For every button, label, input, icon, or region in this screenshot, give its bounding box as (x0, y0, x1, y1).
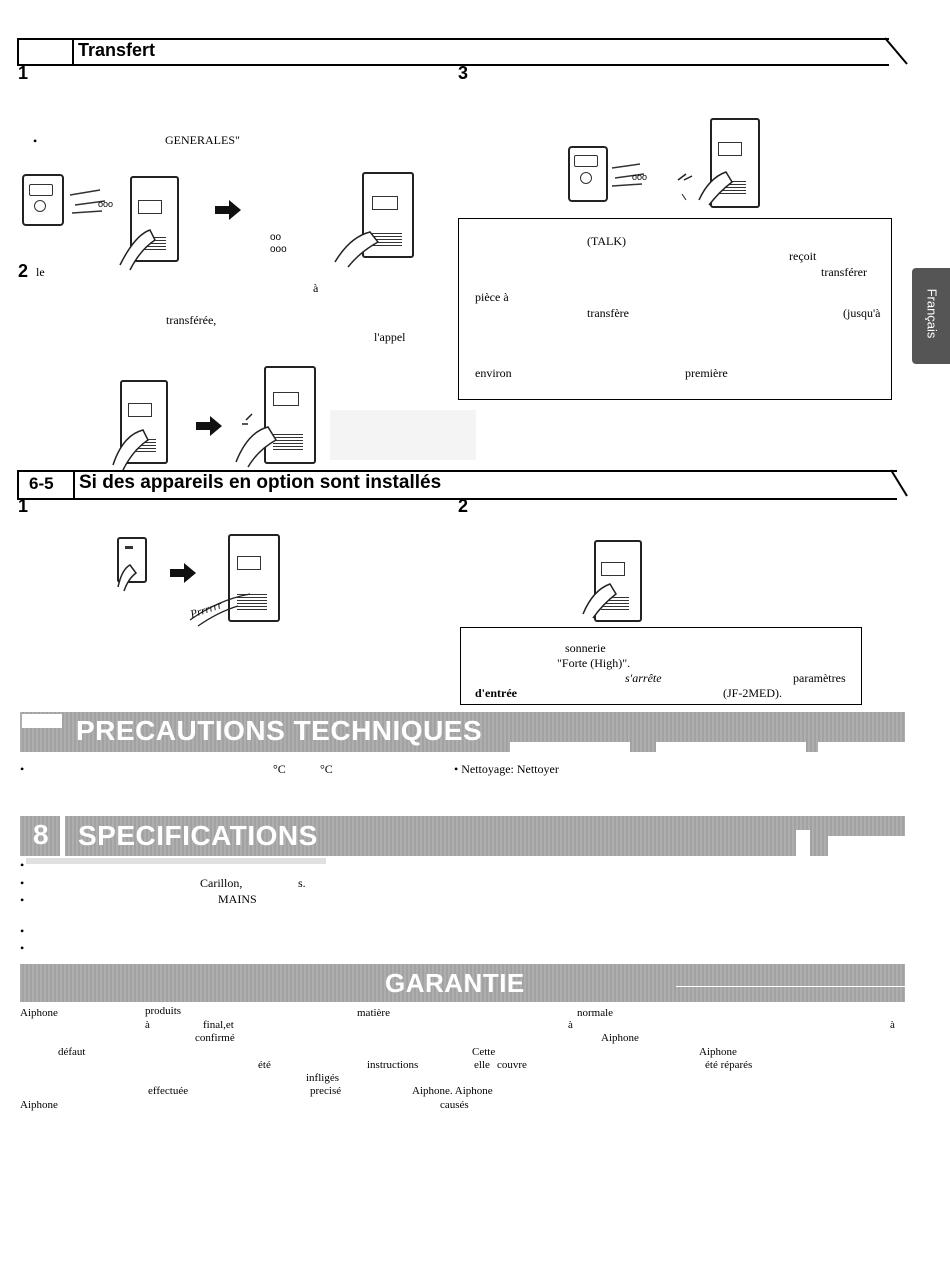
note-parametres: paramètres (793, 671, 846, 685)
garantie-l8-b: causés (440, 1099, 469, 1111)
section-6-5-number: 6-5 (29, 474, 54, 493)
garantie-l1-a: Aiphone (20, 1007, 58, 1019)
precautions-title: PRECAUTIONS TECHNIQUES (76, 715, 483, 746)
note-transferer: transférer (821, 265, 867, 279)
garantie-l5-c: elle (474, 1059, 490, 1071)
spec-s: s. (298, 876, 306, 890)
spec-bullet-2: • (20, 876, 25, 890)
garantie-l5-a: été (258, 1059, 271, 1071)
garantie-l6-a: infligés (306, 1072, 339, 1084)
svg-text:ooo: ooo (632, 172, 647, 182)
step1-number: 1 (18, 63, 29, 83)
note-model: (JF-2MED). (723, 686, 782, 700)
note-transfere: transfère (587, 306, 629, 320)
precautions-bullet: • (20, 762, 25, 776)
garantie-l4-c: Aiphone (699, 1046, 737, 1058)
step2-number: 2 (18, 261, 29, 281)
step2-word-transferee: transférée, (166, 313, 217, 327)
garantie-l1-b: produits (145, 1005, 182, 1017)
transfert-header: Transfert (17, 37, 908, 66)
svg-text:ooo: ooo (270, 244, 287, 255)
garantie-l2-d: à (890, 1019, 895, 1031)
svg-text:oo: oo (270, 232, 282, 243)
step1-text: GENERALES" (165, 133, 240, 147)
spec-bullet-1: • (20, 858, 25, 872)
section-6-5-title: Si des appareils en option sont installé… (79, 472, 442, 493)
garantie-l8-a: Aiphone (20, 1099, 58, 1111)
garantie-l3-a: confirmé (195, 1032, 235, 1044)
step1-bullet: • (33, 134, 38, 148)
garantie-banner: GARANTIE (20, 964, 906, 1002)
note-sonnerie: sonnerie (565, 641, 606, 655)
garantie-l4-a: défaut (58, 1046, 86, 1058)
svg-text:ooo: ooo (98, 199, 113, 209)
opt-step2-number: 2 (458, 496, 469, 516)
note-forte: "Forte (High)". (557, 656, 631, 670)
garantie-l7-b: precisé (310, 1085, 342, 1097)
garantie-l2-a: à (145, 1019, 150, 1031)
garantie-l7-a: effectuée (148, 1085, 189, 1097)
note-dentree: d'entrée (475, 686, 517, 700)
garantie-l1-c: matière (357, 1007, 390, 1019)
language-tab[interactable]: Français (912, 268, 950, 364)
language-tab-label: Français (924, 288, 940, 339)
specifications-title: SPECIFICATIONS (78, 820, 318, 851)
garantie-l4-b: Cette (472, 1046, 496, 1058)
garantie-title: GARANTIE (385, 968, 525, 998)
step2-word-appel: l'appel (374, 330, 406, 344)
note-piece: pièce à (475, 290, 509, 304)
garantie-l5-d: couvre (497, 1059, 527, 1071)
garantie-l5-b: instructions (367, 1059, 419, 1071)
specifications-banner: 8 SPECIFICATIONS (20, 816, 908, 856)
transfert-title: Transfert (78, 40, 156, 60)
garantie-l5-e: été réparés (705, 1059, 753, 1071)
note-talk: (TALK) (587, 234, 627, 248)
opt-step2-note-box: sonnerie "Forte (High)". s'arrête paramè… (460, 627, 862, 705)
garantie-l2-b: final,et (203, 1019, 234, 1031)
garantie-l3-b: Aiphone (601, 1032, 639, 1044)
step3-note-box: (TALK) reçoit transférer pièce à transfè… (458, 218, 892, 400)
garantie-l1-d: normale (577, 1007, 614, 1019)
step2-word-a: à (313, 281, 319, 295)
precautions-banner: PRECAUTIONS TECHNIQUES (20, 712, 908, 752)
garantie-l2-c: à (568, 1019, 573, 1031)
spec-mains: MAINS (218, 892, 257, 906)
spec-carillon: Carillon, (200, 876, 243, 890)
spec-bullet-3: • (20, 893, 25, 907)
spec-bullet-4: • (20, 924, 25, 938)
note-sarrete: s'arrête (625, 671, 662, 685)
precautions-temp2: °C (320, 762, 333, 776)
precautions-nettoyage: • Nettoyage: Nettoyer (454, 762, 559, 776)
specifications-number: 8 (33, 819, 50, 850)
note-jusqua: (jusqu'à (843, 306, 881, 320)
step2-word-le: le (36, 265, 45, 279)
section-6-5-header: 6-5 Si des appareils en option sont inst… (17, 469, 908, 500)
opt-step1-number: 1 (18, 496, 29, 516)
precautions-temp1: °C (273, 762, 286, 776)
spec-bullet-5: • (20, 941, 25, 955)
specifications-line1-placeholder (26, 858, 326, 864)
note-environ: environ (475, 366, 512, 380)
note-recoit: reçoit (789, 249, 817, 263)
step3-number: 3 (458, 63, 469, 83)
note-premiere: première (685, 366, 728, 380)
garantie-l7-c: Aiphone. Aiphone (412, 1085, 493, 1097)
